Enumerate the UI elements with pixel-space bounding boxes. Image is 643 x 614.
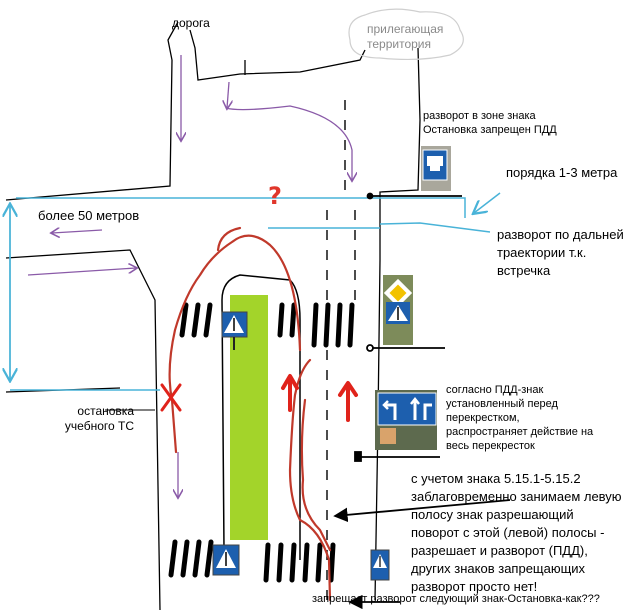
bus-stop-sign-icon — [421, 146, 451, 191]
road-edges — [5, 21, 421, 611]
bottom-left-crossing-sign-icon — [212, 544, 240, 576]
main-note-label: с учетом знака 5.15.1-5.15.2 заблаговрем… — [411, 471, 622, 594]
lane-direction-sign-icon — [375, 390, 437, 450]
measurement-lines — [10, 192, 501, 391]
median-crossing-sign-icon — [221, 311, 248, 350]
lane-dashes — [326, 100, 356, 600]
stop-x-mark — [160, 383, 182, 412]
crosswalk-bottom — [168, 539, 336, 583]
adjacent-territory-label: прилегающая территория — [367, 22, 444, 51]
uturn-forbidden-label: разворот в зоне знака Остановка запрещен… — [423, 110, 557, 136]
pedestrian-crossing-sign-icon — [386, 302, 410, 324]
crosswalk-top-left — [179, 302, 213, 338]
bottom-note-label: запрещает разворот следующий знак-Остано… — [312, 593, 600, 605]
question-mark: ? — [268, 182, 282, 210]
road-label: дорога — [172, 16, 210, 30]
sign-applies-label: согласно ПДД-знак установленный перед пе… — [446, 384, 594, 452]
crosswalk-top-right — [277, 302, 355, 348]
distance-1-3m-label: порядка 1-3 метра — [506, 165, 618, 180]
training-stop-label: остановка учебного ТС — [64, 404, 134, 433]
bottom-right-crossing-sign-icon — [370, 549, 390, 581]
uturn-route — [168, 226, 332, 602]
median-outline — [221, 274, 301, 560]
distance-50m-label: более 50 метров — [38, 208, 140, 223]
far-trajectory-label: разворот по дальней траектории т.к. встр… — [497, 227, 624, 278]
traffic-flow-arrows — [27, 55, 352, 497]
red-up-arrows — [281, 374, 358, 422]
territory-cloud — [348, 8, 464, 61]
pointer-lines — [105, 192, 511, 610]
